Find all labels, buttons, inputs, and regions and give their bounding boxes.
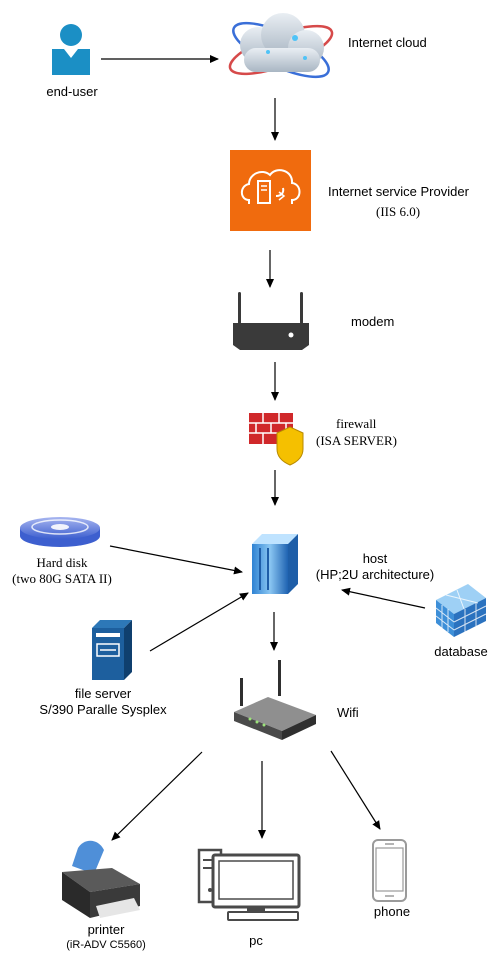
hard-disk-sublabel: (two 80G SATA II) bbox=[12, 571, 112, 586]
wifi-label: Wifi bbox=[337, 705, 359, 720]
edge-database-to-host bbox=[341, 587, 426, 609]
database-icon bbox=[435, 584, 487, 637]
host-server-icon bbox=[252, 534, 298, 594]
edge-disk-to-host bbox=[109, 545, 243, 575]
edges bbox=[101, 55, 426, 841]
isp-sublabel: (IIS 6.0) bbox=[376, 204, 421, 219]
edge-wifi-to-phone bbox=[330, 750, 381, 830]
firewall-icon bbox=[249, 413, 304, 466]
host-label: host bbox=[362, 551, 388, 566]
file-server-icon bbox=[92, 620, 132, 680]
firewall-sublabel: (ISA SERVER) bbox=[316, 433, 397, 448]
file-server-sublabel: S/390 Paralle Sysplex bbox=[39, 702, 167, 717]
wifi-router-icon bbox=[234, 660, 316, 740]
edge-fileserver-to-host bbox=[149, 592, 249, 652]
phone-icon bbox=[372, 839, 407, 902]
printer-icon bbox=[62, 840, 140, 918]
firewall-label: firewall bbox=[336, 416, 377, 431]
file-server-label: file server bbox=[74, 686, 132, 701]
hard-disk-label: Hard disk bbox=[36, 555, 88, 570]
isp-icon bbox=[230, 150, 311, 231]
modem-label: modem bbox=[351, 314, 395, 329]
user-icon bbox=[52, 24, 90, 75]
cloud-icon bbox=[228, 13, 334, 79]
internet-cloud-label: Internet cloud bbox=[348, 35, 427, 50]
database-label: database bbox=[434, 644, 488, 659]
phone-label: phone bbox=[373, 904, 411, 919]
modem-icon bbox=[233, 292, 309, 350]
edge-wifi-to-printer bbox=[111, 751, 203, 841]
isp-label: Internet service Provider bbox=[328, 184, 469, 199]
pc-label: pc bbox=[249, 933, 263, 948]
host-sublabel: (HP;2U architecture) bbox=[315, 567, 435, 582]
end-user-label: end-user bbox=[46, 84, 98, 99]
hard-disk-icon bbox=[20, 517, 100, 547]
pc-icon bbox=[197, 848, 301, 921]
printer-sublabel: (iR-ADV C5560) bbox=[66, 939, 146, 951]
printer-label: printer bbox=[87, 922, 125, 937]
